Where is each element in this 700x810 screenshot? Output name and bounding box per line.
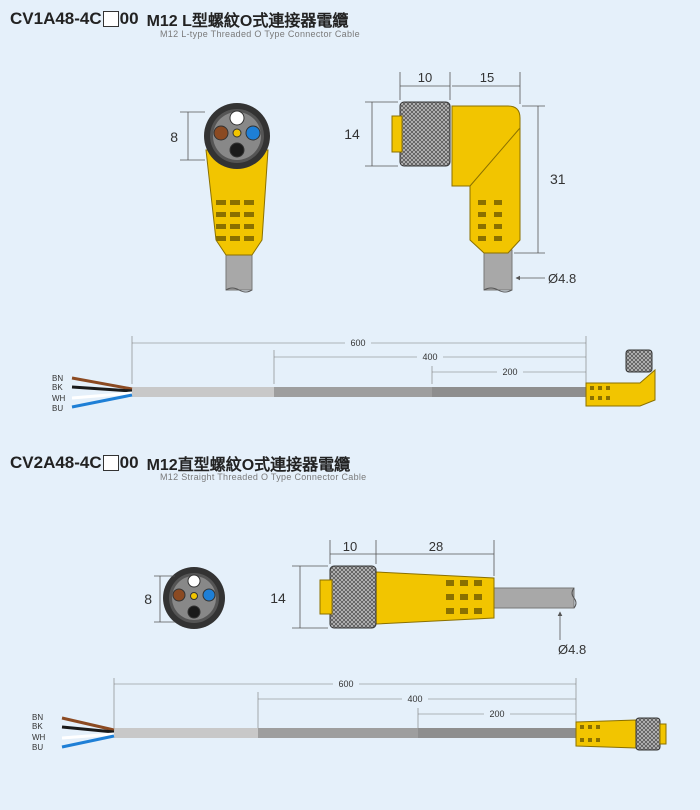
section1-name: M12 L型螺紋O式連接器電纜 [146, 13, 349, 30]
pin-black [229, 142, 245, 158]
cable-segment-dark [432, 387, 586, 397]
len2-total: 600 [338, 679, 353, 689]
wire-label-bu: BU [52, 404, 63, 413]
dim-total-height: 31 [550, 171, 566, 187]
section1-code-suffix: 00 [119, 9, 139, 28]
l-side-nut [399, 101, 451, 167]
l-cable-length-view: 600 400 200 BN BK WH BU [52, 336, 656, 413]
len2-mid: 400 [407, 694, 422, 704]
l-side-body [451, 105, 521, 254]
cable-segment-mid [274, 387, 432, 397]
straight-cable-connector [575, 719, 637, 749]
wire2-label-bk: BK [32, 722, 43, 731]
dim2-nut-width: 10 [343, 539, 357, 554]
pin-center [232, 128, 242, 138]
dim2-face-height: 8 [144, 591, 152, 607]
dim-face-height: 8 [170, 129, 178, 145]
pin-blue [245, 125, 261, 141]
section2-code-box [102, 455, 119, 471]
dim-cable-dia: Ø4.8 [548, 271, 576, 286]
dim2-cable-dia: Ø4.8 [558, 642, 586, 657]
wire-label-bk: BK [52, 383, 63, 392]
len-mid: 400 [422, 352, 437, 362]
dim2-body-width: 28 [429, 539, 443, 554]
wire2-label-wh: WH [32, 733, 46, 742]
pin-white [229, 110, 245, 126]
wire-label-bn: BN [52, 374, 63, 383]
section1-subtitle: M12 L-type Threaded O Type Connector Cab… [160, 29, 360, 39]
dim-nut-height: 14 [344, 126, 360, 142]
straight-connector-front-view: 8 [144, 567, 225, 629]
cable-segment-light [132, 387, 274, 397]
l-side-cable [483, 249, 513, 291]
straight-side-cable [493, 587, 575, 609]
wire2-label-bu: BU [32, 743, 43, 752]
l-connector-side-view: 10 15 14 31 Ø4.8 [344, 70, 576, 293]
dim-nut-width: 10 [418, 70, 432, 85]
wire-label-wh: WH [52, 394, 66, 403]
section2-code-suffix: 00 [119, 453, 139, 472]
pin-brown [213, 125, 229, 141]
section1-code-prefix: CV1A48-4C [10, 9, 102, 28]
section1-code-box [102, 11, 119, 27]
section2-subtitle: M12 Straight Threaded O Type Connector C… [160, 472, 367, 482]
l-connector-front-view: 8 [170, 103, 270, 293]
section2-title: CV2A48-4C 00 M12直型螺紋O式連接器電纜 [10, 452, 350, 474]
section1-title: CV1A48-4C 00 M12 L型螺紋O式連接器電纜 [10, 8, 348, 30]
wire2-label-bn: BN [32, 713, 43, 722]
section2-code-prefix: CV2A48-4C [10, 453, 102, 472]
l-cable-connector [585, 368, 656, 407]
dim-body-width: 15 [480, 70, 494, 85]
len2-short: 200 [489, 709, 504, 719]
l-front-cable [225, 251, 253, 291]
straight-side-nut [329, 565, 377, 629]
section2-name: M12直型螺紋O式連接器電纜 [146, 457, 351, 474]
len-total: 600 [350, 338, 365, 348]
section2-drawing: 8 10 28 14 [32, 539, 667, 752]
section1-drawing: 8 10 15 [52, 70, 656, 413]
straight-connector-side-view: 10 28 14 Ø4.8 [270, 539, 586, 657]
len-short: 200 [502, 367, 517, 377]
dim2-nut-height: 14 [270, 590, 286, 606]
straight-cable-length-view: 600 400 200 BN BK WH BU [32, 678, 667, 752]
